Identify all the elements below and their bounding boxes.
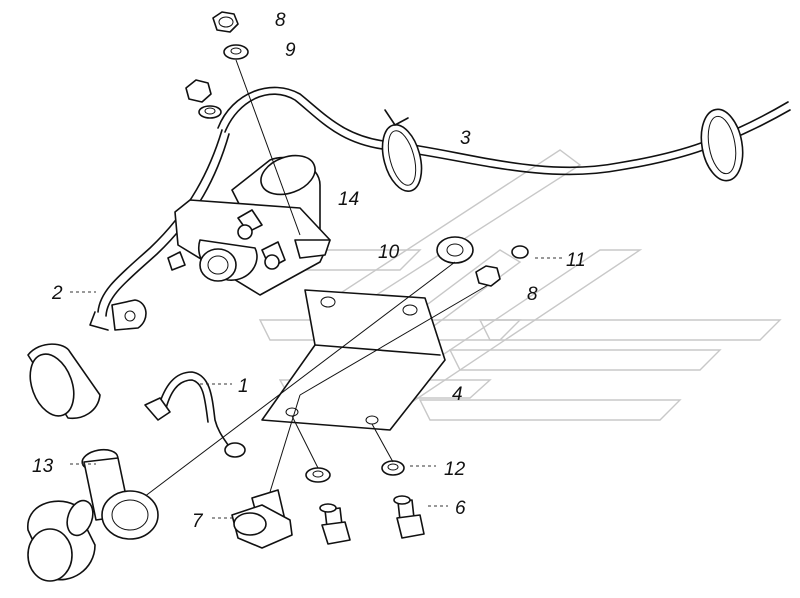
callout-1: 1 xyxy=(238,376,249,397)
connector-13 xyxy=(81,448,159,540)
callout-4: 4 xyxy=(452,384,463,405)
callout-2: 2 xyxy=(51,283,63,304)
nut-8-top xyxy=(212,11,239,33)
callout-9: 9 xyxy=(285,40,296,61)
callout-6: 6 xyxy=(455,498,466,519)
bolt-6-left xyxy=(319,503,351,545)
callout-8-top: 8 xyxy=(275,10,286,31)
bolt-7 xyxy=(231,489,293,549)
watermark-logo xyxy=(248,149,782,421)
callout-11: 11 xyxy=(566,250,586,271)
washer-12-left xyxy=(305,467,331,483)
callout-8-right: 8 xyxy=(527,284,538,305)
washer-12-right xyxy=(381,460,405,476)
nut-left xyxy=(185,79,212,103)
callout-3: 3 xyxy=(460,128,471,149)
callout-13: 13 xyxy=(32,456,54,477)
boot-upper xyxy=(27,343,101,420)
callout-7: 7 xyxy=(192,511,204,532)
callout-10: 10 xyxy=(378,242,400,263)
ground-strap-1 xyxy=(144,371,246,458)
washer-10 xyxy=(436,236,474,264)
bracket-4 xyxy=(261,289,446,431)
washer-11 xyxy=(511,245,529,259)
callout-12: 12 xyxy=(444,459,466,480)
relay-14 xyxy=(167,154,331,296)
cable-3 xyxy=(217,86,791,192)
plug-left xyxy=(27,499,96,582)
cable-2 xyxy=(89,129,230,331)
washer-left xyxy=(198,105,222,119)
bolt-6-right xyxy=(393,495,425,539)
washer-9-top xyxy=(223,44,249,60)
callout-14: 14 xyxy=(338,189,359,210)
nut-8-right xyxy=(475,265,501,287)
